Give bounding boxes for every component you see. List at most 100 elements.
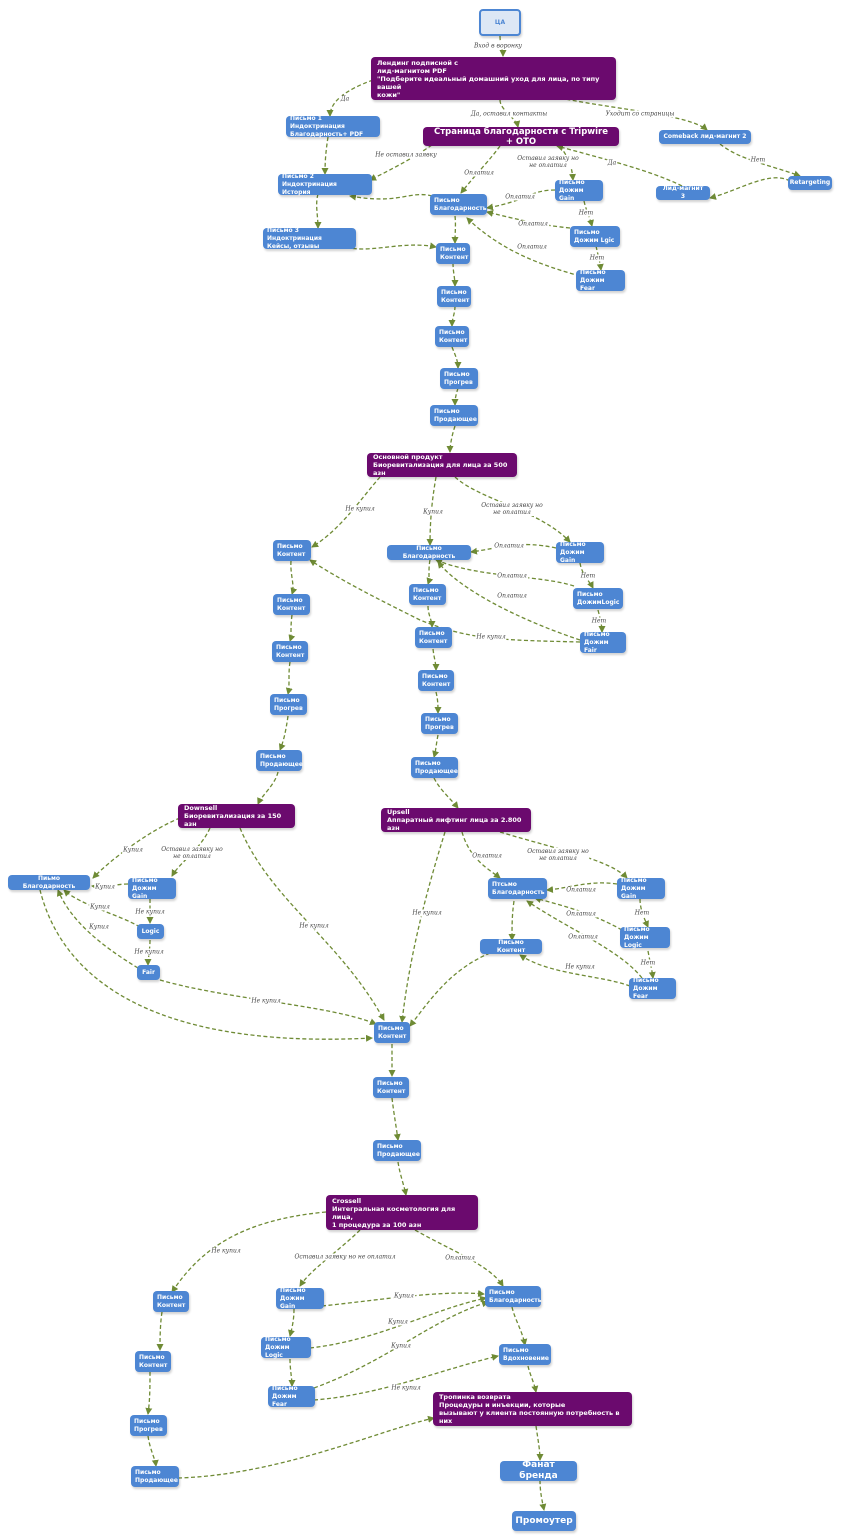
cross-content-2-node: Письмо Контент [135, 1351, 171, 1372]
edge [63, 889, 141, 928]
edge [285, 661, 293, 695]
ca-node: ЦА [479, 9, 521, 36]
edge [437, 561, 581, 641]
edge [321, 136, 329, 175]
edge-label: Не купил [411, 909, 443, 917]
sell-1-node: Письмо Продающее [430, 405, 478, 426]
fair-2-node: Письмо Дожим Fair [580, 631, 626, 654]
edge-label: Оплатил [444, 1254, 476, 1262]
edge [451, 262, 459, 287]
center-content-2-node: Письмо Контент [415, 627, 452, 648]
edge [397, 1161, 409, 1196]
edge [427, 605, 436, 628]
lead-magnet-3-node: Лид-магнит 3 [656, 185, 710, 200]
edge-label: Купил [387, 1318, 409, 1326]
edge [527, 1365, 539, 1393]
edge-label: Нет [633, 909, 651, 917]
content-3-node: Письмо Контент [435, 326, 469, 347]
edge [39, 889, 373, 1042]
downsell-node: Downsell Биоревитализация за 150 азн [178, 804, 295, 828]
merged-content-1-node: Письмо Контент [374, 1022, 410, 1043]
cross-thanks-node: Письмо Благодарность [485, 1286, 542, 1307]
downsell-fair-node: Fair [137, 965, 160, 980]
edge-label: Оплатил [504, 193, 536, 201]
edge-label: Не купил [298, 922, 330, 930]
edge [426, 559, 434, 585]
letter-3-node: Письмо 3 Индоктринация Кейсы, отзывы [263, 227, 356, 250]
upsell-logic-node: Письмо Дожим Logic [620, 926, 670, 949]
edge [326, 79, 374, 117]
edge [177, 1415, 435, 1479]
center-content-1-node: Письмо Контент [409, 584, 446, 605]
edge-label: Да [339, 95, 351, 103]
left-content-3-node: Письмо Контент [272, 641, 308, 662]
thanks-1-node: Письмо Благодарность [430, 194, 487, 215]
edge [535, 1425, 544, 1461]
warm-1-node: Письмо Прогрев [440, 368, 478, 389]
edge [288, 614, 296, 642]
edge-label: Нет [590, 617, 608, 625]
gain-2-node: Письмо Дожим Gain [556, 541, 604, 564]
edge-label: Не оставил заявку [374, 151, 438, 159]
edge [56, 889, 139, 969]
gain-1-node: Письмо Дожим Gain [555, 179, 603, 202]
letter-2-node: Письмо 2 Индоктринация История [278, 173, 372, 196]
left-sell-node: Письмо Продающее [256, 750, 303, 771]
edge [556, 144, 683, 187]
edge [314, 193, 322, 229]
promoter-node: Промоутер [512, 1511, 576, 1531]
edge [451, 346, 462, 369]
edge-label: Не купил [475, 633, 507, 641]
landing-node: Лендинг подписной с лид-магнитом PDF "По… [371, 57, 616, 100]
edge-label: Оплатил [565, 910, 597, 918]
edge [709, 177, 791, 200]
edge-label: Не купил [250, 997, 282, 1005]
thanks-2-node: Письмо Благодарность [387, 545, 471, 560]
upsell-gain-node: Письмо Дожим Gain [617, 877, 665, 900]
inspire-node: Письмо Вдохновение [499, 1344, 551, 1365]
edge [448, 305, 456, 327]
downsell-gain-node: Письмо Дожим Gain [128, 877, 176, 900]
edge-label: Купил [122, 846, 144, 854]
edge [508, 900, 516, 941]
cross-logic-node: Письмо Дожим Logic [261, 1336, 311, 1359]
edge [145, 1371, 153, 1415]
center-warm-node: Письмо Прогрев [421, 713, 458, 734]
edge-label: Оплатил [516, 243, 548, 251]
edge-label: Купил [390, 1342, 412, 1350]
edge [92, 817, 181, 879]
edge [156, 1311, 164, 1351]
edge-label: Оплатил [567, 933, 599, 941]
cross-gain-node: Письмо Дожим Gain [276, 1287, 324, 1310]
edge-label: Оплатил [565, 886, 597, 894]
downsell-logic-node: Logic [137, 924, 164, 939]
letter-1-node: Письмо 1 Индоктринация Благодарность+ PD… [286, 115, 380, 138]
edge-label: Купил [393, 1292, 415, 1300]
edge [349, 193, 433, 201]
edge-label: Нет [579, 572, 597, 580]
edge-label: Не купил [344, 505, 376, 513]
upsell-fear-node: Письмо Дожим Fear [629, 977, 676, 1000]
edge [171, 1211, 327, 1293]
edge-label: Да, оставил контакты [469, 110, 549, 118]
merged-sell-node: Письмо Продающее [373, 1140, 421, 1161]
edge [511, 1306, 528, 1346]
edge-label: Оставил заявку но не оплатил [526, 848, 590, 862]
edge-label: Не купил [210, 1247, 242, 1255]
logic-1-node: Письмо Дожим Lgic [570, 226, 620, 247]
edge [399, 831, 446, 1023]
edge-label: Не купил [133, 948, 165, 956]
edge-label: Оплатил [496, 592, 528, 600]
cross-sell-node: Письмо Продающее [131, 1466, 179, 1487]
edge [432, 734, 440, 758]
edge [559, 97, 708, 131]
edge [461, 831, 501, 879]
edge [309, 1295, 487, 1349]
edge-label: Оплатил [493, 542, 525, 550]
comeback-node: Comeback лид-магнит 2 [659, 130, 751, 144]
cross-content-1-node: Письмо Контент [153, 1291, 189, 1312]
edge-label: Оплатил [517, 220, 549, 228]
edge [432, 648, 440, 671]
edge-label: Купил [88, 923, 110, 931]
